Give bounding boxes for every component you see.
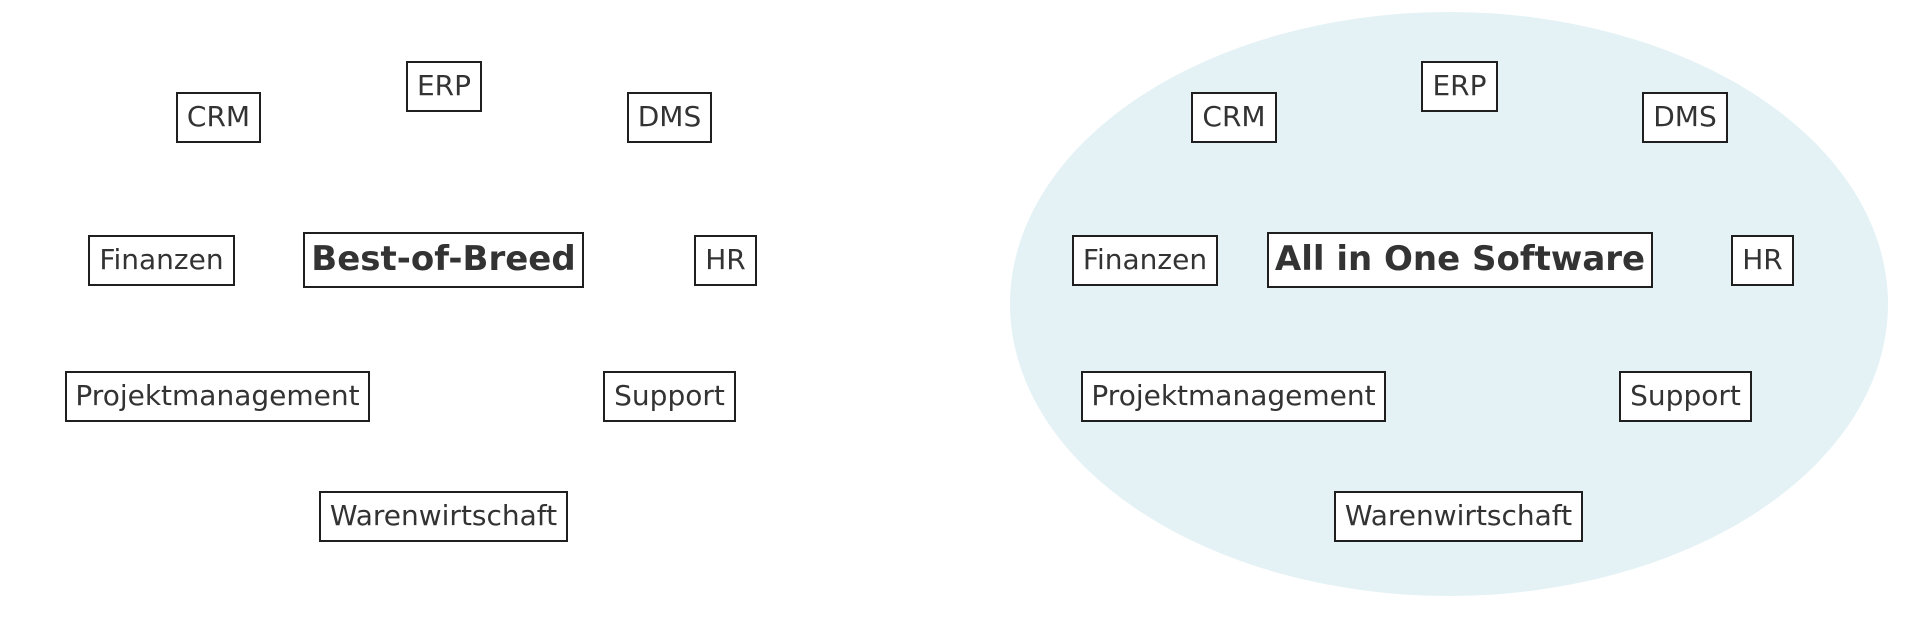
right-node-support: Support [1619,371,1752,422]
left-node-erp: ERP [406,61,482,112]
left-node-finanzen: Finanzen [88,235,235,286]
right-node-hr: HR [1731,235,1794,286]
left-node-dms: DMS [627,92,712,143]
right-node-dms: DMS [1642,92,1728,143]
right-center-all-in-one-software: All in One Software [1267,232,1653,288]
left-center-best-of-breed: Best-of-Breed [303,232,584,288]
left-node-warenwirtschaft: Warenwirtschaft [319,491,568,542]
left-node-crm: CRM [176,92,261,143]
right-node-warenwirtschaft: Warenwirtschaft [1334,491,1583,542]
right-node-erp: ERP [1421,61,1498,112]
left-node-support: Support [603,371,736,422]
left-node-projektmanagement: Projektmanagement [65,371,370,422]
right-node-projektmanagement: Projektmanagement [1081,371,1386,422]
right-node-finanzen: Finanzen [1072,235,1218,286]
left-node-hr: HR [694,235,757,286]
right-node-crm: CRM [1191,92,1277,143]
